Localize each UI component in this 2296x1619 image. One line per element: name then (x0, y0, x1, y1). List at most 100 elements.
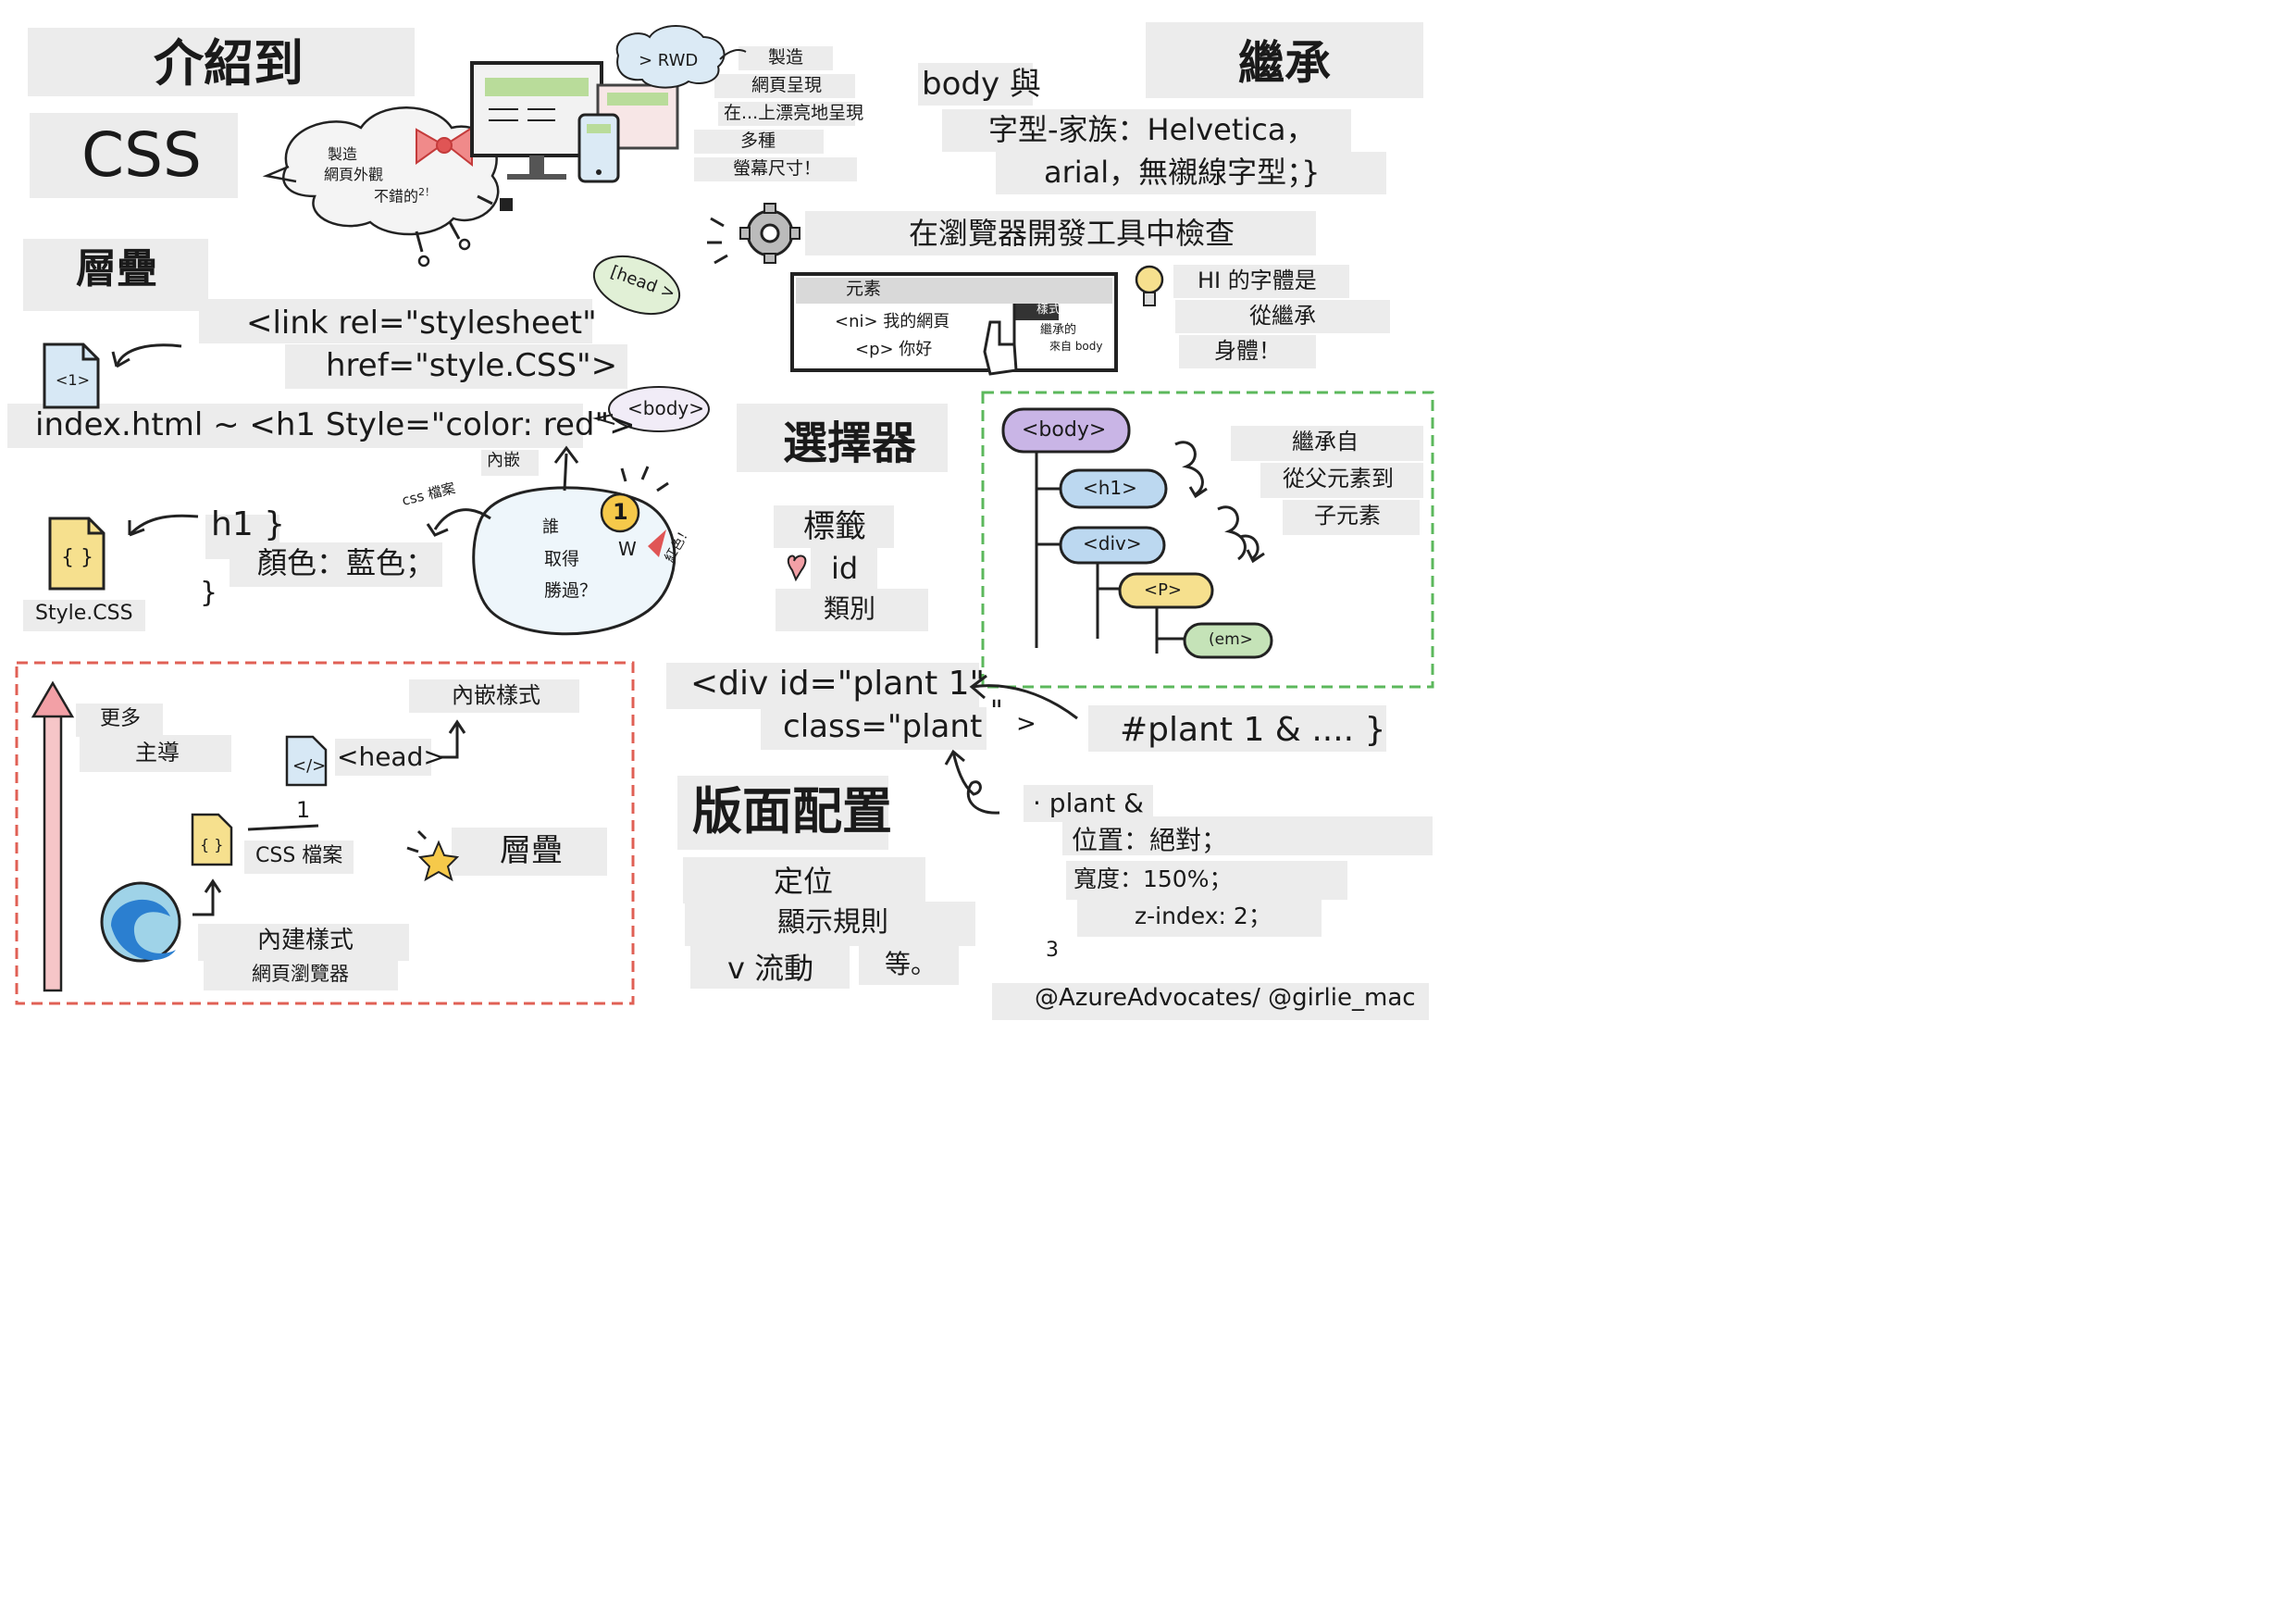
medal-number: 1 (613, 499, 628, 525)
phone-icon (577, 113, 620, 183)
inherit-font-line1: 字型-家族：Helvetica， (988, 112, 1316, 147)
cloud-text-nice-main: 不錯的 (374, 187, 419, 205)
priority-one: 1 (296, 797, 311, 823)
devtools-row-p[interactable]: <p> 你好 (855, 340, 933, 359)
html-file-icon (43, 342, 100, 409)
priority-head: <head> (337, 741, 445, 772)
cloud-text-sup: 2！ (418, 186, 436, 198)
priority-css-file: CSS 檔案 (255, 844, 343, 867)
index-line: index.html ~ <h1 Style="color: red"> (35, 406, 636, 443)
tree-caption1: 繼承自 (1292, 429, 1359, 455)
rwd-line4: 多種 (740, 131, 776, 151)
cloud-shape (282, 106, 500, 236)
div-code-line1: <div id="plant 1" (690, 665, 986, 703)
layout-positioning: 定位 (774, 864, 834, 899)
head-file-icon (285, 735, 328, 787)
priority-dominant: 主導 (135, 740, 180, 766)
div-code-gt: > (1016, 710, 1036, 738)
inline-label: 內嵌 (487, 451, 520, 470)
css-rule-line2: 顏色：藍色； (257, 545, 436, 580)
inherit-body-with: body 與 (922, 66, 1041, 103)
link-code-line1: <link rel="stylesheet" (246, 305, 597, 342)
winner-gets: 取得 (544, 549, 580, 569)
winner-who: 誰 (542, 517, 559, 537)
css-rule-line3: } (200, 577, 218, 609)
plant-rule-line2: · plant & (1033, 788, 1144, 818)
rwd-line2: 網頁呈現 (751, 75, 823, 95)
priority-head-file-glyph: </> (292, 756, 327, 776)
tree-h1: <h1> (1083, 477, 1137, 499)
tree-p: <P> (1144, 580, 1183, 600)
cloud-text-nice: 不錯的2！ (374, 186, 436, 205)
devtools-heading: 在瀏覽器開發工具中檢查 (909, 216, 1235, 251)
layout-heading: 版面配置 (692, 782, 892, 841)
heart-icon (787, 554, 807, 582)
cloud-text-make: 製造 (328, 145, 358, 163)
tree-caption3: 子元素 (1314, 503, 1381, 529)
css-file-braces: { } (61, 546, 93, 569)
lightbulb-icon (1135, 265, 1164, 306)
priority-browser: 網頁瀏覽器 (252, 963, 349, 985)
plant-rule-line4: 寬度：150%； (1074, 866, 1233, 892)
div-code-quote: " (990, 695, 1003, 728)
html-file-label: <1> (56, 371, 90, 389)
gear-icon (739, 203, 800, 264)
tree-body: <body> (1022, 418, 1107, 442)
layout-flow: v 流動 (727, 951, 814, 986)
selector-class: 類別 (824, 593, 876, 624)
priority-frame (15, 661, 635, 1005)
rwd-line3: 在...上漂亮地呈現 (724, 103, 864, 123)
inherit-font-line2: arial，無襯線字型；} (1044, 155, 1321, 190)
bow-icon (416, 126, 473, 168)
priority-arrow (31, 680, 75, 992)
h1-font-line1: HI 的字體是 (1198, 268, 1317, 293)
devtools-from-body: 來自 body (1049, 340, 1103, 353)
author-credit[interactable]: @AzureAdvocates/ @girlie_mac (1035, 984, 1416, 1012)
style-css-label: Style.CSS (35, 602, 133, 625)
medal-icon (600, 492, 666, 557)
cascade-heading: 層疊 (76, 245, 157, 293)
inheritance-tree (1001, 407, 1273, 659)
selector-tag: 標籤 (803, 508, 866, 545)
devtools-row-title[interactable]: <ni> 我的網頁 (835, 312, 950, 331)
priority-cascade: 層疊 (500, 832, 563, 869)
devtools-inherited: 繼承的 (1040, 323, 1077, 337)
h1-font-line3: 身體！ (1214, 338, 1281, 364)
edge-browser-logo (100, 881, 181, 963)
body-bubble-text: <body> (627, 397, 704, 419)
css-small-file-icon (191, 813, 233, 866)
rwd-line1: 製造 (768, 47, 804, 68)
priority-css-file-glyph: { } (200, 836, 224, 853)
pointer-hand-icon (983, 320, 1018, 376)
cloud-text-look: 網頁外觀 (324, 166, 384, 183)
title-line2: CSS (81, 119, 202, 191)
star-icon (417, 840, 460, 882)
plant-rule-line5: z-index: 2； (1135, 903, 1272, 929)
priority-builtin: 內建樣式 (257, 927, 354, 954)
inherit-heading: 繼承 (1238, 36, 1331, 90)
priority-inline-styles: 內嵌樣式 (452, 682, 540, 708)
css-rule-line1: h1 } (211, 505, 286, 543)
devtools-elements-tab[interactable]: 元素 (846, 279, 882, 299)
devtools-window (790, 272, 1118, 372)
tree-div: <div> (1083, 532, 1142, 554)
plant-rule-line3: 位置：絕對； (1072, 825, 1228, 855)
rwd-line5: 螢幕尺寸！ (733, 158, 822, 179)
layout-display: 顯示規則 (777, 906, 888, 939)
tree-frame (981, 391, 1434, 689)
rwd-cloud (615, 25, 726, 89)
plant-rule-line1: #plant 1 & .... } (1120, 711, 1386, 749)
tree-caption2: 從父元素到 (1283, 466, 1394, 492)
winner-over: 勝過？ (544, 580, 598, 601)
winner-w: W (618, 538, 637, 560)
selectors-heading: 選擇器 (783, 417, 917, 469)
h1-font-line2: 從繼承 (1249, 303, 1316, 329)
div-code-line2: class="plant (783, 708, 983, 745)
selector-id: id (831, 551, 859, 586)
css-file-icon (48, 517, 105, 591)
rwd-tag: > RWD (639, 51, 699, 70)
link-code-line2: href="style.CSS"> (326, 347, 618, 384)
plant-rule-number: 3 (1046, 939, 1059, 962)
devtools-styles-tab[interactable]: 樣式 (1036, 303, 1061, 317)
